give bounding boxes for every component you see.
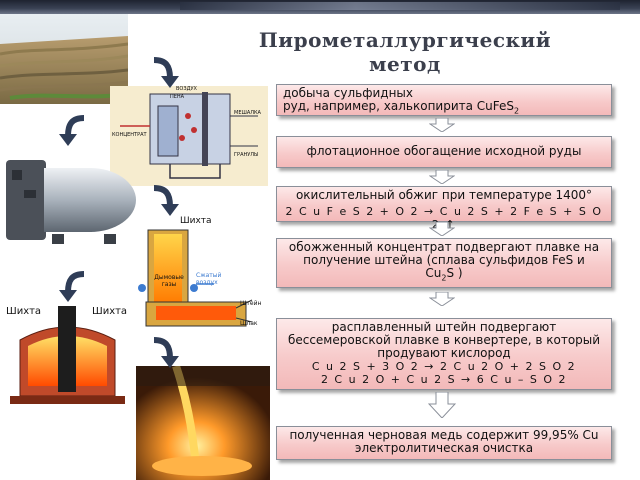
- furnace-slag-label: Шлак: [240, 320, 258, 327]
- step-1-line2-sub: 2: [514, 106, 520, 116]
- step-4-line3-sub: 2: [441, 273, 447, 283]
- left-shihta-label: Шихта: [6, 306, 42, 317]
- page-title: Пирометаллургический метод: [200, 28, 610, 76]
- step-5-line1: расплавленный штейн подвергают: [331, 320, 557, 334]
- step-6-blister-copper: полученная черновая медь содержит 99,95%…: [276, 426, 612, 460]
- furnace-diagram: Шихта Дымовые газы Сжатый воздух Штейн Ш…: [126, 216, 266, 330]
- down-arrow-icon: [429, 222, 455, 236]
- step-1-mining: добыча сульфидных руд, например, халькоп…: [276, 84, 612, 116]
- step-4-line1: обожженный концентрат подвергают плавке …: [288, 240, 600, 254]
- step-5-converting: расплавленный штейн подвергают бессемеро…: [276, 318, 612, 390]
- right-shihta-label: Шихта: [92, 306, 128, 317]
- step-1-line2: руд, например, халькопирита CuFeS2: [283, 100, 605, 117]
- step-4-matte-smelting: обожженный концентрат подвергают плавке …: [276, 238, 612, 288]
- unit-label-bottom: ГРАНУЛЫ: [234, 152, 259, 158]
- curved-arrow-icon: [59, 115, 85, 146]
- down-arrow-icon: [429, 292, 455, 306]
- furnace-gas-label: Дымовые газы: [154, 274, 184, 288]
- step-2-line1: флотационное обогащение исходной руды: [306, 144, 582, 158]
- curved-arrow-icon: [153, 337, 179, 368]
- step-5-line2: бессемеровской плавке в конвертере, в ко…: [287, 333, 601, 347]
- curved-arrow-icon: [153, 185, 179, 216]
- unit-label-left: КОНЦЕНТРАТ: [112, 132, 147, 138]
- step-4-line2: получение штейна (сплава сульфидов FeS и: [303, 253, 585, 267]
- molten-copper-photo: [136, 366, 270, 480]
- reverberatory-diagram: Шихта Шихта: [0, 300, 135, 410]
- step-5-equation-1: C u 2 S + 3 O 2 → 2 C u 2 O + 2 S O 2: [311, 360, 577, 373]
- step-5-equation-2: 2 C u 2 O + C u 2 S → 6 C u – S O 2: [320, 373, 568, 386]
- page-title-line2: метод: [369, 52, 441, 76]
- step-2-flotation: флотационное обогащение исходной руды: [276, 136, 612, 168]
- converter-photo: [0, 150, 138, 250]
- step-3-line1: окислительный обжиг при температуре 1400…: [295, 188, 593, 202]
- unit-label-top2: ПЕНА: [170, 94, 185, 100]
- page-title-line1: Пирометаллургический: [258, 28, 552, 52]
- step-4-line3: Cu2S ): [283, 267, 605, 284]
- furnace-matte-label: Штейн: [240, 300, 262, 307]
- furnace-shihta-label: Шихта: [180, 216, 212, 226]
- step-3-roasting: окислительный обжиг при температуре 1400…: [276, 186, 612, 231]
- top-band-accent: [180, 2, 620, 10]
- step-1-line1: добыча сульфидных: [283, 86, 413, 100]
- step-6-line2: электролитическая очистка: [354, 441, 534, 455]
- curved-arrow-icon: [59, 271, 85, 302]
- step-1-line2-text: руд, например, халькопирита CuFeS: [283, 99, 515, 113]
- unit-label-mid: МЕШАЛКА: [234, 110, 261, 116]
- curved-arrow-icon: [153, 57, 179, 88]
- step-4-line3-a: Cu: [425, 266, 442, 280]
- furnace-air-label: Сжатый воздух: [196, 272, 222, 286]
- down-arrow-icon: [428, 392, 456, 418]
- quarry-photo: [0, 14, 128, 104]
- step-5-line3: продувают кислород: [377, 346, 511, 360]
- flotation-diagram: ВОЗДУХ ПЕНА КОНЦЕНТРАТ МЕШАЛКА ГРАНУЛЫ: [110, 86, 268, 186]
- down-arrow-icon: [429, 118, 455, 132]
- step-4-line3-b: S ): [446, 266, 463, 280]
- down-arrow-icon: [429, 170, 455, 184]
- step-6-line1: полученная черновая медь содержит 99,95%…: [289, 428, 599, 442]
- unit-label-top1: ВОЗДУХ: [176, 86, 197, 92]
